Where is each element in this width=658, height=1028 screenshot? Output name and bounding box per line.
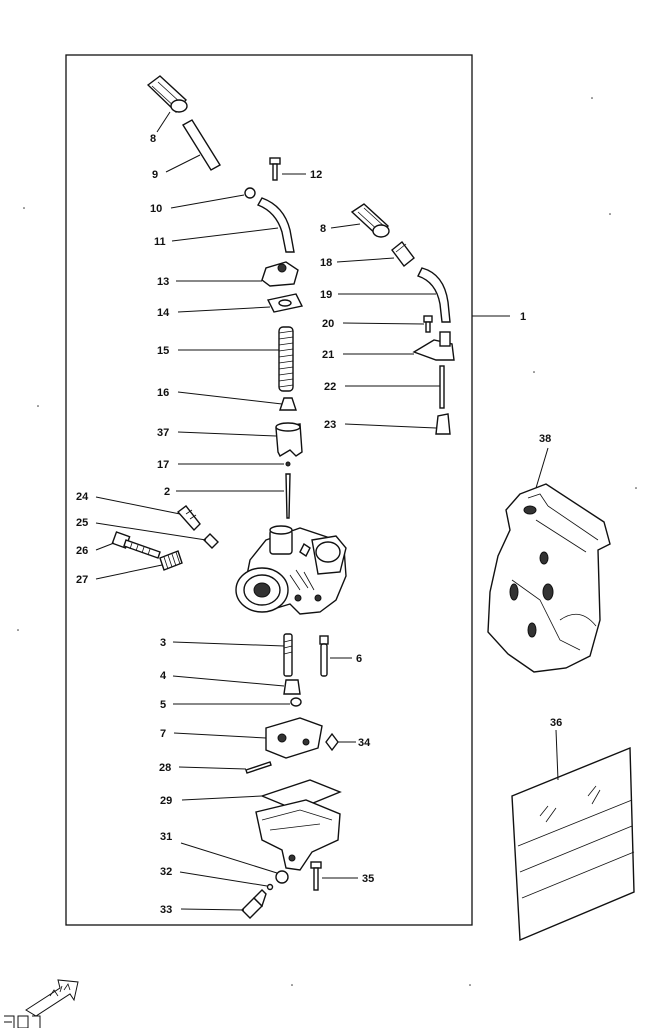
part-33-drain-screw bbox=[241, 889, 267, 919]
part-18-fitting bbox=[391, 241, 415, 267]
assembly-frame bbox=[65, 54, 473, 926]
callout-15: 15 bbox=[157, 345, 169, 357]
part-6-pilot-jet bbox=[319, 635, 329, 677]
callout-28: 28 bbox=[159, 762, 171, 774]
callout-23: 23 bbox=[324, 419, 336, 431]
callout-16: 16 bbox=[157, 387, 169, 399]
part-26-stop-screw bbox=[111, 531, 161, 559]
part-28-float-pin bbox=[245, 761, 272, 774]
part-35-screw bbox=[310, 861, 322, 891]
fwd-arrow-stamp-icon bbox=[4, 979, 79, 1028]
callout-12: 12 bbox=[310, 169, 322, 181]
callout-7: 7 bbox=[160, 728, 166, 740]
part-8-cap-top bbox=[146, 75, 188, 114]
part-8-cap-right bbox=[350, 203, 390, 238]
callout-13: 13 bbox=[157, 276, 169, 288]
callout-24: 24 bbox=[76, 491, 89, 503]
part-38-cover bbox=[487, 483, 611, 673]
part-19-bent-tube bbox=[417, 267, 451, 323]
callout-34: 34 bbox=[358, 737, 371, 749]
callout-10: 10 bbox=[150, 203, 162, 215]
callout-33: 33 bbox=[160, 904, 172, 916]
callout-8-top: 8 bbox=[150, 133, 156, 145]
callout-21: 21 bbox=[322, 349, 334, 361]
part-32-ball bbox=[266, 883, 274, 891]
callout-1: 1 bbox=[520, 311, 526, 323]
part-36-bag bbox=[511, 746, 635, 942]
part-23-cable-end bbox=[435, 413, 451, 435]
callout-2: 2 bbox=[164, 486, 170, 498]
callout-6: 6 bbox=[356, 653, 362, 665]
part-13-adjuster bbox=[261, 261, 299, 287]
callout-11: 11 bbox=[154, 236, 166, 248]
callout-32: 32 bbox=[160, 866, 172, 878]
callout-3: 3 bbox=[160, 637, 166, 649]
callout-19: 19 bbox=[320, 289, 332, 301]
part-carburetor-body bbox=[235, 525, 347, 615]
callout-25: 25 bbox=[76, 517, 88, 529]
part-27-spring bbox=[159, 550, 183, 571]
part-15-spring bbox=[278, 326, 294, 392]
part-float-bowl bbox=[255, 799, 341, 871]
part-34-float-needle bbox=[325, 732, 339, 752]
callout-4: 4 bbox=[160, 670, 167, 682]
part-11-bent-tube bbox=[256, 197, 295, 253]
part-14-gasket bbox=[266, 293, 304, 313]
part-21-bracket bbox=[412, 331, 455, 361]
part-2-needle bbox=[285, 473, 291, 519]
callout-5: 5 bbox=[160, 699, 166, 711]
scan-specks bbox=[17, 97, 637, 986]
callout-26: 26 bbox=[76, 545, 88, 557]
part-20-screw bbox=[423, 315, 433, 333]
callout-22: 22 bbox=[324, 381, 336, 393]
part-24-air-screw bbox=[176, 505, 201, 532]
part-12-screw bbox=[269, 157, 281, 181]
callout-9: 9 bbox=[152, 169, 158, 181]
part-25-spring bbox=[203, 533, 219, 549]
callout-20: 20 bbox=[322, 318, 334, 330]
callout-18: 18 bbox=[320, 257, 332, 269]
callout-37: 37 bbox=[157, 427, 169, 439]
part-4-holder bbox=[283, 679, 301, 695]
part-9-tube bbox=[182, 119, 221, 171]
callout-27: 27 bbox=[76, 574, 88, 586]
part-5-main-jet bbox=[290, 697, 302, 707]
callout-8-right: 8 bbox=[320, 223, 326, 235]
part-3-jet-tube bbox=[283, 633, 293, 677]
callout-14: 14 bbox=[157, 307, 170, 319]
part-16-retainer bbox=[279, 397, 297, 411]
callout-36: 36 bbox=[550, 717, 562, 729]
part-31-o-ring bbox=[275, 870, 289, 884]
callout-31: 31 bbox=[160, 831, 172, 843]
part-17-clip bbox=[285, 461, 291, 467]
part-37-throttle-valve bbox=[275, 422, 303, 457]
callout-29: 29 bbox=[160, 795, 172, 807]
part-7-float bbox=[265, 717, 323, 759]
part-10-nut bbox=[244, 187, 256, 199]
callout-38: 38 bbox=[539, 433, 551, 445]
callout-17: 17 bbox=[157, 459, 169, 471]
part-22-cable bbox=[439, 365, 445, 409]
callout-35: 35 bbox=[362, 873, 374, 885]
